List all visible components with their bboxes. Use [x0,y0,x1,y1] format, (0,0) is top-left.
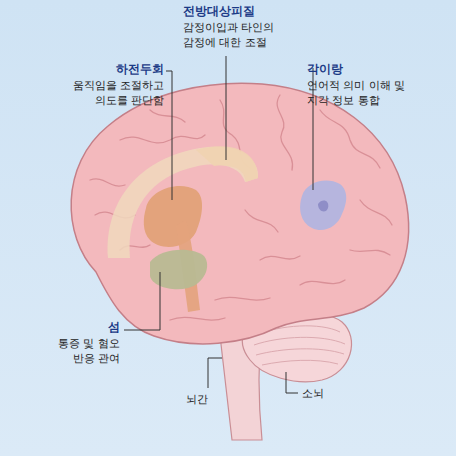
region-note: 움직임을 조절하고 의도를 판단함 [52,78,164,108]
region-note: 통증 및 혐오 반응 관여 [34,336,120,366]
inferior-frontal-gyrus [144,186,202,247]
region-heading: 하전두회 [52,62,164,77]
anterior-cingulate [196,146,258,182]
angular-gyrus [300,180,346,230]
cerebrum [71,83,409,344]
angular-gyrus-core [318,201,328,212]
region-note: 감정이입과 타인의 감정에 대한 조절 [183,20,309,50]
region-note: 언어적 의미 이해 및 지각 정보 통합 [307,78,413,108]
gyri [90,95,392,320]
region-heading: 각이랑 [307,62,413,77]
region-heading: 전방대상피질 [183,4,309,19]
region-heading: 섬 [34,320,120,335]
part-label: 뇌간 [186,392,226,407]
part-label: 소뇌 [302,386,342,401]
insula [150,250,207,290]
